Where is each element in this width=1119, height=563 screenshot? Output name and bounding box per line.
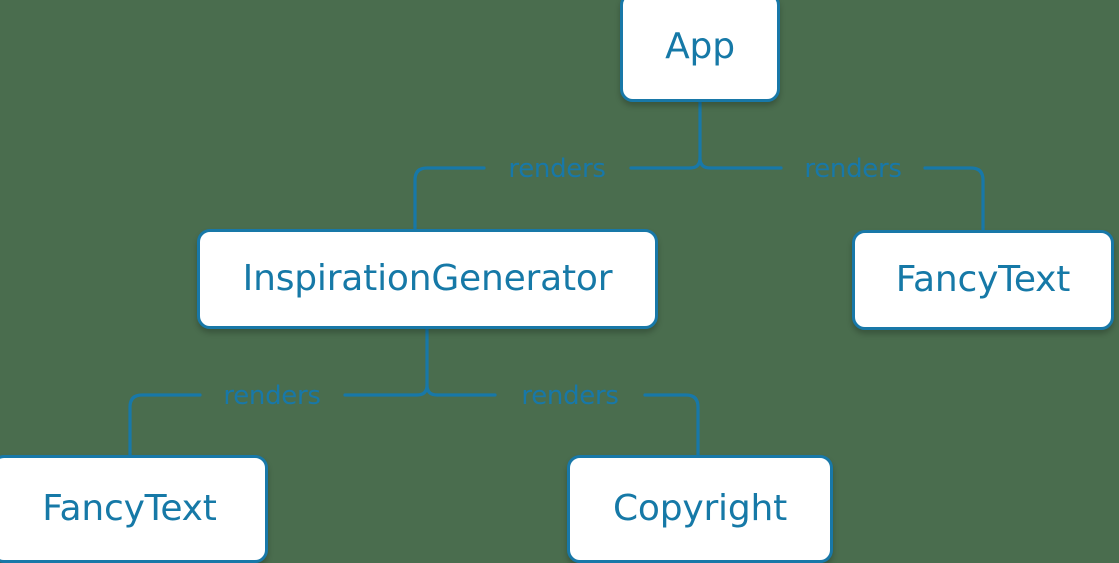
node-fancytext-right-label: FancyText [895, 259, 1071, 300]
node-fancytext-bottom-label: FancyText [42, 488, 217, 529]
node-inspiration-generator[interactable]: InspirationGenerator [197, 229, 658, 329]
node-copyright[interactable]: Copyright [567, 455, 833, 563]
edge-label-app-fancytext: renders [804, 154, 902, 184]
edge-label-inspiration-fancytext: renders [223, 381, 321, 411]
edge-label-inspiration-copyright: renders [521, 381, 619, 411]
edge-inspiration-fancytext-seg-b [128, 393, 202, 457]
edge-inspiration-stem-left [415, 383, 429, 397]
edge-app-inspiration-seg-b [413, 166, 486, 231]
node-fancytext-right[interactable]: FancyText [852, 230, 1114, 330]
node-copyright-label: Copyright [612, 488, 788, 529]
edge-app-stem-left [688, 156, 702, 170]
node-app[interactable]: App [620, 0, 780, 102]
edge-app-fancytext-seg-b [923, 166, 985, 232]
edge-inspiration-copyright-seg-b [643, 393, 700, 457]
node-app-label: App [665, 26, 735, 67]
edge-label-app-inspiration: renders [508, 154, 606, 184]
node-fancytext-bottom[interactable]: FancyText [0, 455, 268, 563]
node-inspiration-generator-label: InspirationGenerator [242, 258, 613, 299]
